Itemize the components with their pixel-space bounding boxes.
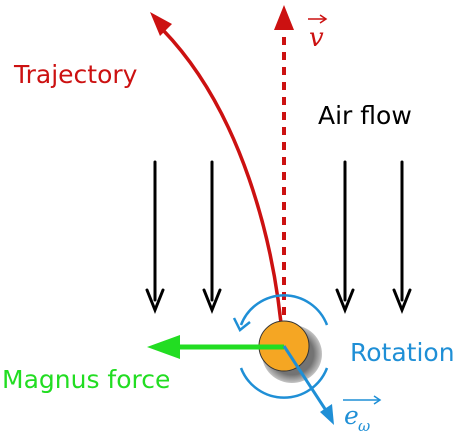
rotation-label: Rotation [350,338,455,367]
velocity-symbol: v [308,14,328,53]
rotation-axis-arrowhead [320,404,334,425]
magnus-force-arrowhead [147,335,180,359]
rotation-axis-vector [282,345,334,425]
rotation-axis-symbol-overarrow-head [373,395,382,405]
trajectory-arrowhead [150,12,172,36]
rotation-indicator [232,294,329,399]
velocity-symbol-letter: v [309,23,324,53]
trajectory-label: Trajectory [13,60,138,89]
velocity-arrowhead [274,5,294,30]
rotation-arc-bottom [239,367,329,399]
magnus-force-label: Magnus force [2,365,170,394]
rotation-arc-top [239,294,329,326]
trajectory-line [161,28,285,346]
air-flow-arrowhead-1 [145,288,165,315]
air-flow-arrowhead-4 [392,288,412,315]
air-flow-arrowhead-3 [335,288,355,315]
rotation-axis-line [282,345,329,413]
velocity-vector [274,5,294,345]
rotation-axis-symbol: e ω [343,395,382,435]
trajectory-curve [150,12,285,346]
air-flow-arrowhead-2 [202,288,222,315]
air-flow-arrows [145,160,412,315]
air-flow-label: Air flow [318,101,412,130]
rotation-arrowhead [232,317,251,332]
velocity-symbol-overarrow-head [319,14,328,24]
magnus-force-vector [147,335,284,359]
rotation-axis-symbol-base: e [344,401,359,430]
rotation-axis-symbol-subscript: ω [358,417,370,435]
